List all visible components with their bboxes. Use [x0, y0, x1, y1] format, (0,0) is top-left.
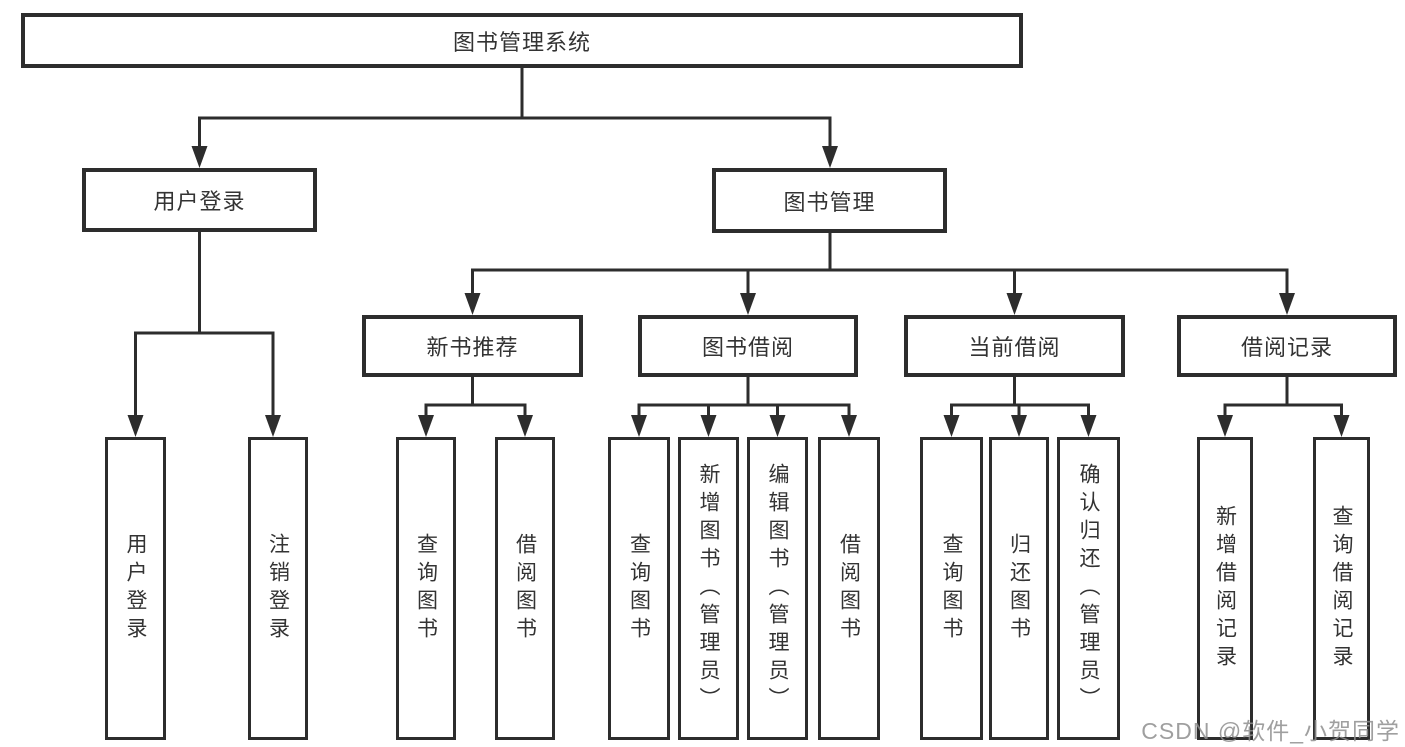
leaf-recommend-query-books: 查询图书 [396, 437, 456, 740]
leaf-user-login: 用户登录 [105, 437, 166, 740]
node-user-login: 用户登录 [82, 168, 317, 232]
leaf-label: 新增图书（管理员） [697, 462, 720, 715]
node-current-borrow: 当前借阅 [904, 315, 1125, 377]
leaf-confirm-return-admin: 确认归还（管理员） [1057, 437, 1120, 740]
leaf-add-books-admin: 新增图书（管理员） [678, 437, 739, 740]
leaf-label: 编辑图书（管理员） [766, 462, 789, 715]
node-root-system: 图书管理系统 [21, 13, 1023, 68]
leaf-label: 确认归还（管理员） [1077, 462, 1100, 715]
leaf-label: 查询图书 [940, 532, 963, 645]
node-borrow-records: 借阅记录 [1177, 315, 1397, 377]
leaf-return-books: 归还图书 [989, 437, 1049, 740]
leaf-recommend-borrow-books: 借阅图书 [495, 437, 555, 740]
node-book-borrow: 图书借阅 [638, 315, 858, 377]
leaf-logout-login: 注销登录 [248, 437, 308, 740]
leaf-add-borrow-record: 新增借阅记录 [1197, 437, 1253, 740]
leaf-query-borrow-record: 查询借阅记录 [1313, 437, 1370, 740]
leaf-label: 用户登录 [124, 532, 147, 645]
leaf-edit-books-admin: 编辑图书（管理员） [747, 437, 808, 740]
node-book-management: 图书管理 [712, 168, 947, 233]
leaf-label: 借阅图书 [837, 532, 861, 645]
leaf-label: 借阅图书 [513, 532, 537, 645]
leaf-label: 查询借阅记录 [1330, 504, 1353, 673]
leaf-borrow-books: 借阅图书 [818, 437, 880, 740]
node-new-book-recommend: 新书推荐 [362, 315, 583, 377]
leaf-label: 查询图书 [627, 532, 651, 645]
leaf-current-query-books: 查询图书 [920, 437, 983, 740]
leaf-label: 查询图书 [414, 532, 438, 645]
leaf-label: 新增借阅记录 [1213, 504, 1237, 673]
leaf-label: 归还图书 [1007, 532, 1031, 645]
leaf-label: 注销登录 [266, 532, 290, 645]
leaf-borrow-query-books: 查询图书 [608, 437, 670, 740]
